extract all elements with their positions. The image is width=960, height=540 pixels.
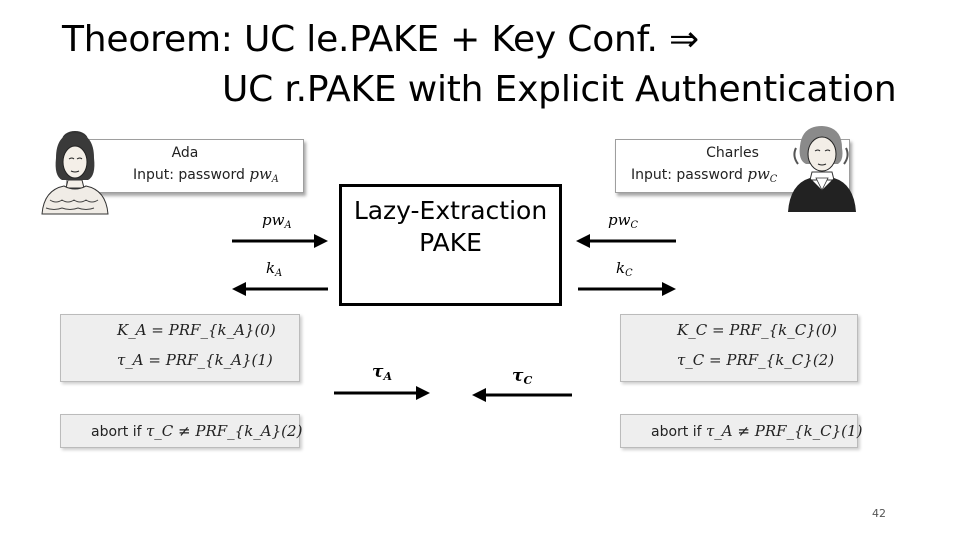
ada-derive-row-2: τ_A = PRF_{k_A}(1): [117, 351, 273, 369]
charles-abort-box: abort if τ_A ≠ PRF_{k_C}(1): [620, 414, 862, 448]
ada-derive-row-1: K_A = PRF_{k_A}(0): [117, 321, 276, 339]
label-tau-c: τC: [512, 366, 533, 387]
charles-derive-row-2: τ_C = PRF_{k_C}(2): [677, 351, 835, 369]
charles-input-label: Input: password: [631, 167, 748, 183]
charles-abort-line: abort if τ_A ≠ PRF_{k_C}(1): [651, 422, 863, 440]
charles-input-line: Input: password pwC: [631, 164, 777, 190]
ada-input-line: Input: password pwA: [133, 164, 279, 190]
ada-abort-box: abort if τ_C ≠ PRF_{k_A}(2): [60, 414, 303, 448]
arrow-tau-a-right: [334, 386, 430, 400]
ada-password: pwA: [249, 165, 279, 185]
charles-derivation-box: K_C = PRF_{k_C}(0) τ_C = PRF_{k_C}(2): [620, 314, 858, 382]
lazy-extraction-pake-box: Lazy-Extraction PAKE: [339, 184, 562, 306]
arrow-k-c-right: [578, 282, 676, 296]
charles-password: pwC: [747, 165, 778, 185]
ada-portrait-icon: [41, 131, 109, 215]
arrow-pw-c-left: [576, 234, 676, 248]
pake-title-line-2: PAKE: [419, 228, 482, 257]
page-number: 42: [872, 507, 886, 520]
label-k-c: kC: [616, 259, 633, 279]
label-k-a: kA: [266, 259, 283, 279]
ada-input-label: Input: password: [133, 167, 250, 183]
label-pw-a: pwA: [262, 211, 292, 231]
arrow-pw-a-right: [232, 234, 328, 248]
slide-title-line-2: UC r.PAKE with Explicit Authentication: [222, 69, 897, 110]
arrow-tau-c-left: [472, 388, 572, 402]
ada-derivation-box: K_A = PRF_{k_A}(0) τ_A = PRF_{k_A}(1): [60, 314, 300, 382]
charles-abort-expr: τ_A ≠ PRF_{k_C}(1): [706, 422, 863, 440]
charles-portrait-icon: [788, 126, 856, 212]
label-tau-a: τA: [372, 362, 393, 383]
charles-name: Charles: [706, 145, 759, 161]
ada-party-box: Ada Input: password pwA: [66, 139, 304, 193]
arrow-k-a-left: [232, 282, 328, 296]
label-pw-c: pwC: [608, 211, 638, 231]
ada-name: Ada: [171, 145, 199, 161]
slide-title-line-1: Theorem: UC le.PAKE + Key Conf. ⇒: [62, 19, 699, 60]
ada-abort-expr: τ_C ≠ PRF_{k_A}(2): [146, 422, 303, 440]
pake-title-line-1: Lazy-Extraction: [353, 196, 548, 225]
ada-abort-line: abort if τ_C ≠ PRF_{k_A}(2): [91, 422, 303, 440]
charles-derive-row-1: K_C = PRF_{k_C}(0): [677, 321, 837, 339]
